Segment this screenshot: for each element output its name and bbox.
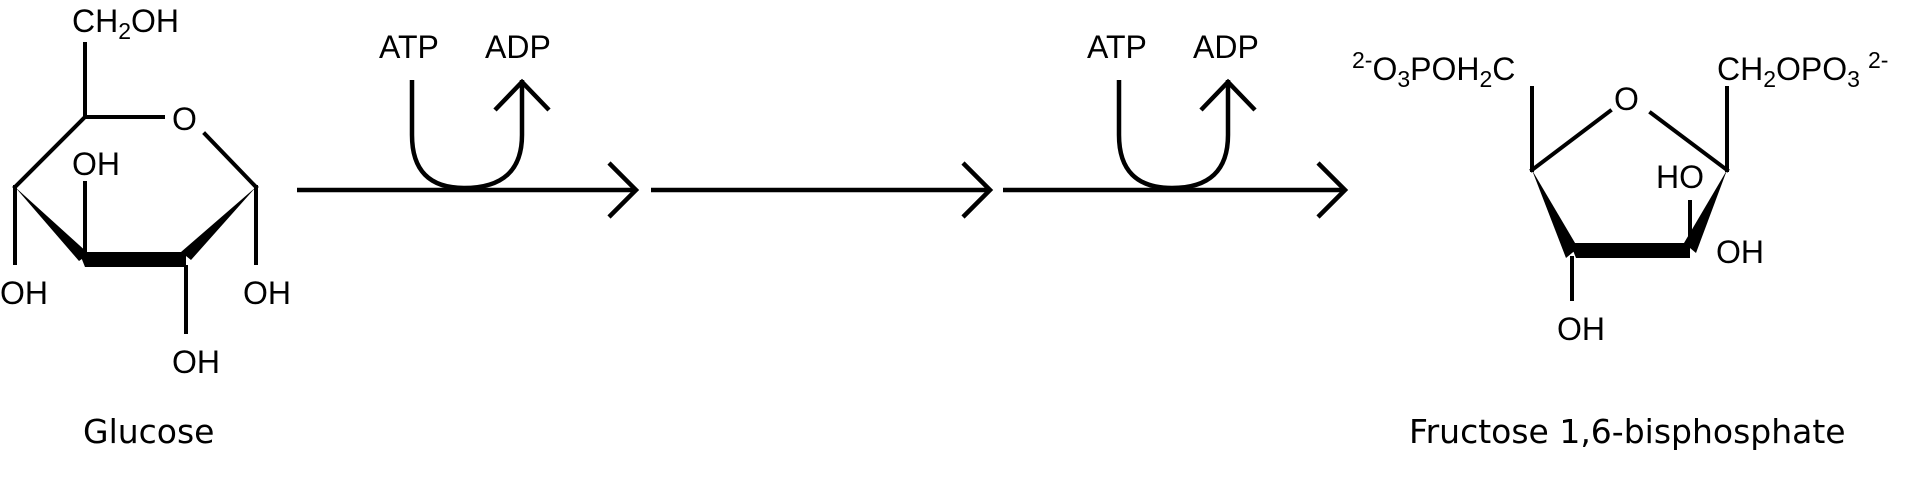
fructose-bisphosphate-name: Fructose 1,6-bisphosphate: [1409, 412, 1846, 451]
glucose-name: Glucose: [83, 412, 214, 451]
glucose-c5-c4-bond: [12, 114, 88, 190]
fbp-wedge-c3-c2: [1684, 170, 1727, 253]
step-1-adp-label: ADP: [485, 29, 551, 65]
step-1-atp-label: ATP: [379, 29, 439, 65]
glucose-wedge-c4-c3: [15, 187, 89, 261]
step-1-adp-arrowhead: [493, 78, 551, 112]
fbp-ring-oxygen: O: [1614, 81, 1639, 117]
glucose-c3-oh: OH: [72, 146, 120, 182]
glucose-o-c1-bond: [202, 131, 259, 190]
glucose-ring-oxygen: O: [172, 101, 197, 137]
glucose-bold-c3-c2: [79, 252, 186, 267]
fbp-bold-c4-c3: [1570, 243, 1690, 258]
fructose-bisphosphate-structure: 2-O3POH2C CH2OPO32- O OH HO OH: [1352, 47, 1888, 347]
step-1-cofactor-curve: [409, 80, 525, 191]
fbp-left-phosphate-label: 2-O3POH2C: [1352, 47, 1515, 92]
glucose-wedge-c2-c1: [181, 187, 256, 260]
glucose-structure: CH2OH O OH OH OH OH: [0, 3, 291, 380]
reaction-step-1: ATP ADP: [297, 29, 640, 219]
fbp-c4-oh: OH: [1557, 311, 1605, 347]
fbp-c2-oh: OH: [1716, 234, 1764, 270]
reaction-step-2: [651, 161, 994, 219]
glucose-ch2oh-label: CH2OH: [72, 3, 179, 44]
step-2-arrowhead: [961, 161, 994, 219]
glucose-c2-oh: OH: [172, 344, 220, 380]
step-3-adp-arrowhead: [1199, 78, 1257, 112]
fbp-c5-o-bond: [1529, 108, 1613, 173]
step-3-cofactor-curve: [1116, 80, 1231, 191]
glucose-c4-oh: OH: [0, 275, 48, 311]
reaction-step-3: ATP ADP: [1003, 29, 1349, 219]
fbp-c3-ho: HO: [1656, 159, 1704, 195]
step-3-adp-label: ADP: [1193, 29, 1259, 65]
step-1-arrowhead: [607, 161, 640, 219]
fbp-o-c2-bond: [1648, 110, 1730, 173]
fbp-right-phosphate-label: CH2OPO32-: [1717, 47, 1888, 92]
glucose-c1-oh: OH: [243, 275, 291, 311]
step-3-atp-label: ATP: [1087, 29, 1147, 65]
step-3-arrowhead: [1316, 161, 1349, 219]
fbp-wedge-c5-c4: [1532, 170, 1578, 258]
